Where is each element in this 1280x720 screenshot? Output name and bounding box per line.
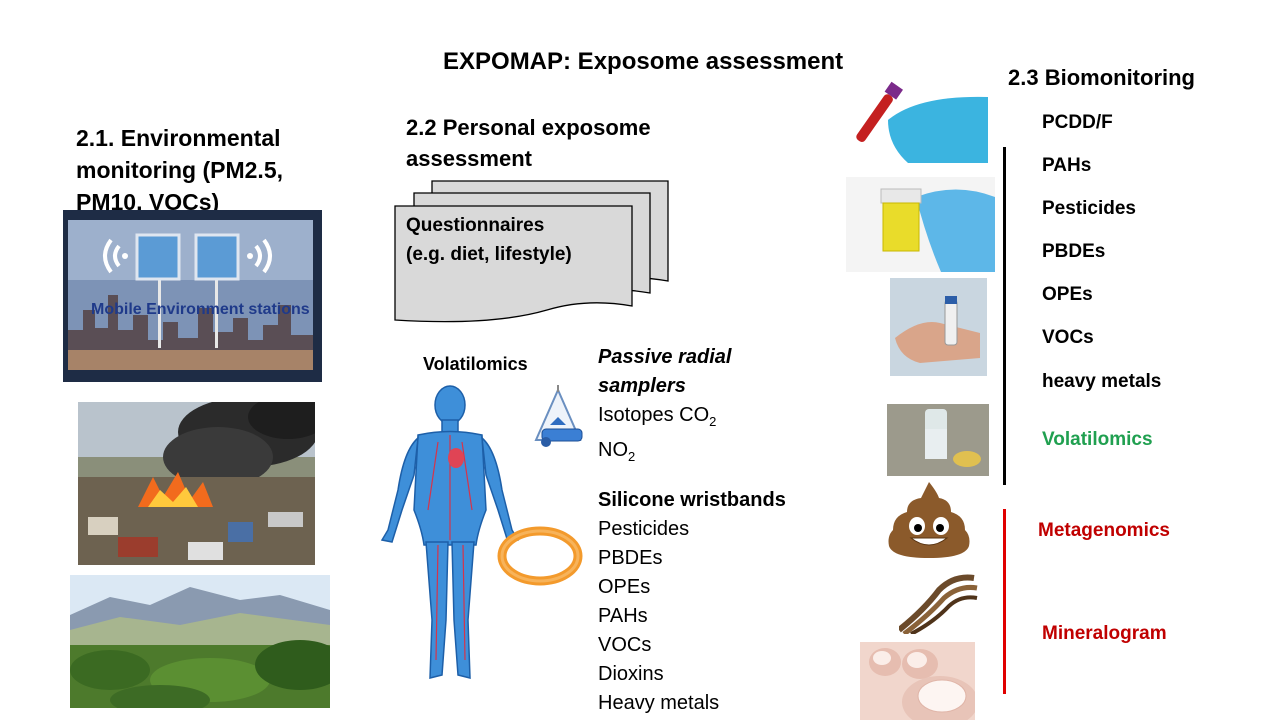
- bio-item: PBDEs: [1042, 241, 1106, 262]
- environmental-heading: 2.1. Environmental monitoring (PM2.5, PM…: [76, 125, 283, 215]
- bio-item: Pesticides: [1042, 198, 1136, 219]
- landscape-image: [70, 575, 330, 708]
- burning-waste-image: [78, 402, 315, 565]
- bio-item: PAHs: [1042, 155, 1092, 176]
- wristband-item: OPEs: [598, 576, 651, 598]
- passive-title-line1: Passive radial: [598, 346, 732, 368]
- wristband-item: Pesticides: [598, 518, 690, 540]
- bio-mineralogram: Mineralogram: [1042, 623, 1167, 644]
- volatilomics-label: Volatilomics: [423, 354, 528, 374]
- bracket-black: [1003, 147, 1006, 485]
- wristband-item: PAHs: [598, 605, 648, 627]
- passive-isotopes: Isotopes CO2: [598, 404, 717, 429]
- wristband-item: Heavy metals: [598, 692, 720, 714]
- sperm-sample-image: [890, 278, 987, 376]
- bio-metagenomics: Metagenomics: [1038, 520, 1170, 541]
- wristband-icon: [497, 526, 583, 586]
- mobile-stations-image: Mobile Environment stations: [63, 210, 322, 382]
- urine-sample-image: [846, 177, 995, 272]
- bracket-red: [1003, 509, 1006, 694]
- slide-title: EXPOMAP: Exposome assessment: [443, 48, 844, 75]
- blood-sample-image: [848, 75, 988, 163]
- personal-heading: 2.2 Personal exposome assessment: [406, 115, 651, 171]
- bio-item: VOCs: [1042, 327, 1094, 348]
- biomonitoring-heading: 2.3 Biomonitoring: [1008, 65, 1195, 90]
- questionnaire-line2: (e.g. diet, lifestyle): [406, 244, 572, 265]
- questionnaire-line1: Questionnaires: [406, 215, 545, 236]
- questionnaire-text: Questionnaires (e.g. diet, lifestyle): [406, 211, 572, 269]
- passive-sampler-icon: [534, 385, 583, 447]
- bio-item: heavy metals: [1042, 371, 1162, 392]
- bio-volatilomics: Volatilomics: [1042, 429, 1153, 450]
- bio-item: OPEs: [1042, 284, 1093, 305]
- station-label: Mobile Environment stations: [91, 301, 310, 318]
- wristband-item: Dioxins: [598, 663, 664, 685]
- passive-samplers-block: Passive radial samplers Isotopes CO2 NO2: [598, 343, 731, 471]
- passive-title-line2: samplers: [598, 375, 686, 397]
- passive-no2: NO2: [598, 439, 636, 464]
- wristband-block: Silicone wristbands Pesticides PBDEs OPE…: [598, 486, 786, 718]
- wristband-item: VOCs: [598, 634, 652, 656]
- questionnaire-stack-icon: [394, 180, 669, 323]
- breath-sample-image: [887, 404, 989, 476]
- hair-sample-image: [899, 570, 979, 634]
- wristband-title: Silicone wristbands: [598, 489, 786, 511]
- poop-emoji-icon: [888, 482, 970, 558]
- nail-sample-image: [860, 642, 975, 720]
- human-body-image: [368, 380, 530, 688]
- wristband-item: PBDEs: [598, 547, 663, 569]
- bio-item: PCDD/F: [1042, 112, 1113, 133]
